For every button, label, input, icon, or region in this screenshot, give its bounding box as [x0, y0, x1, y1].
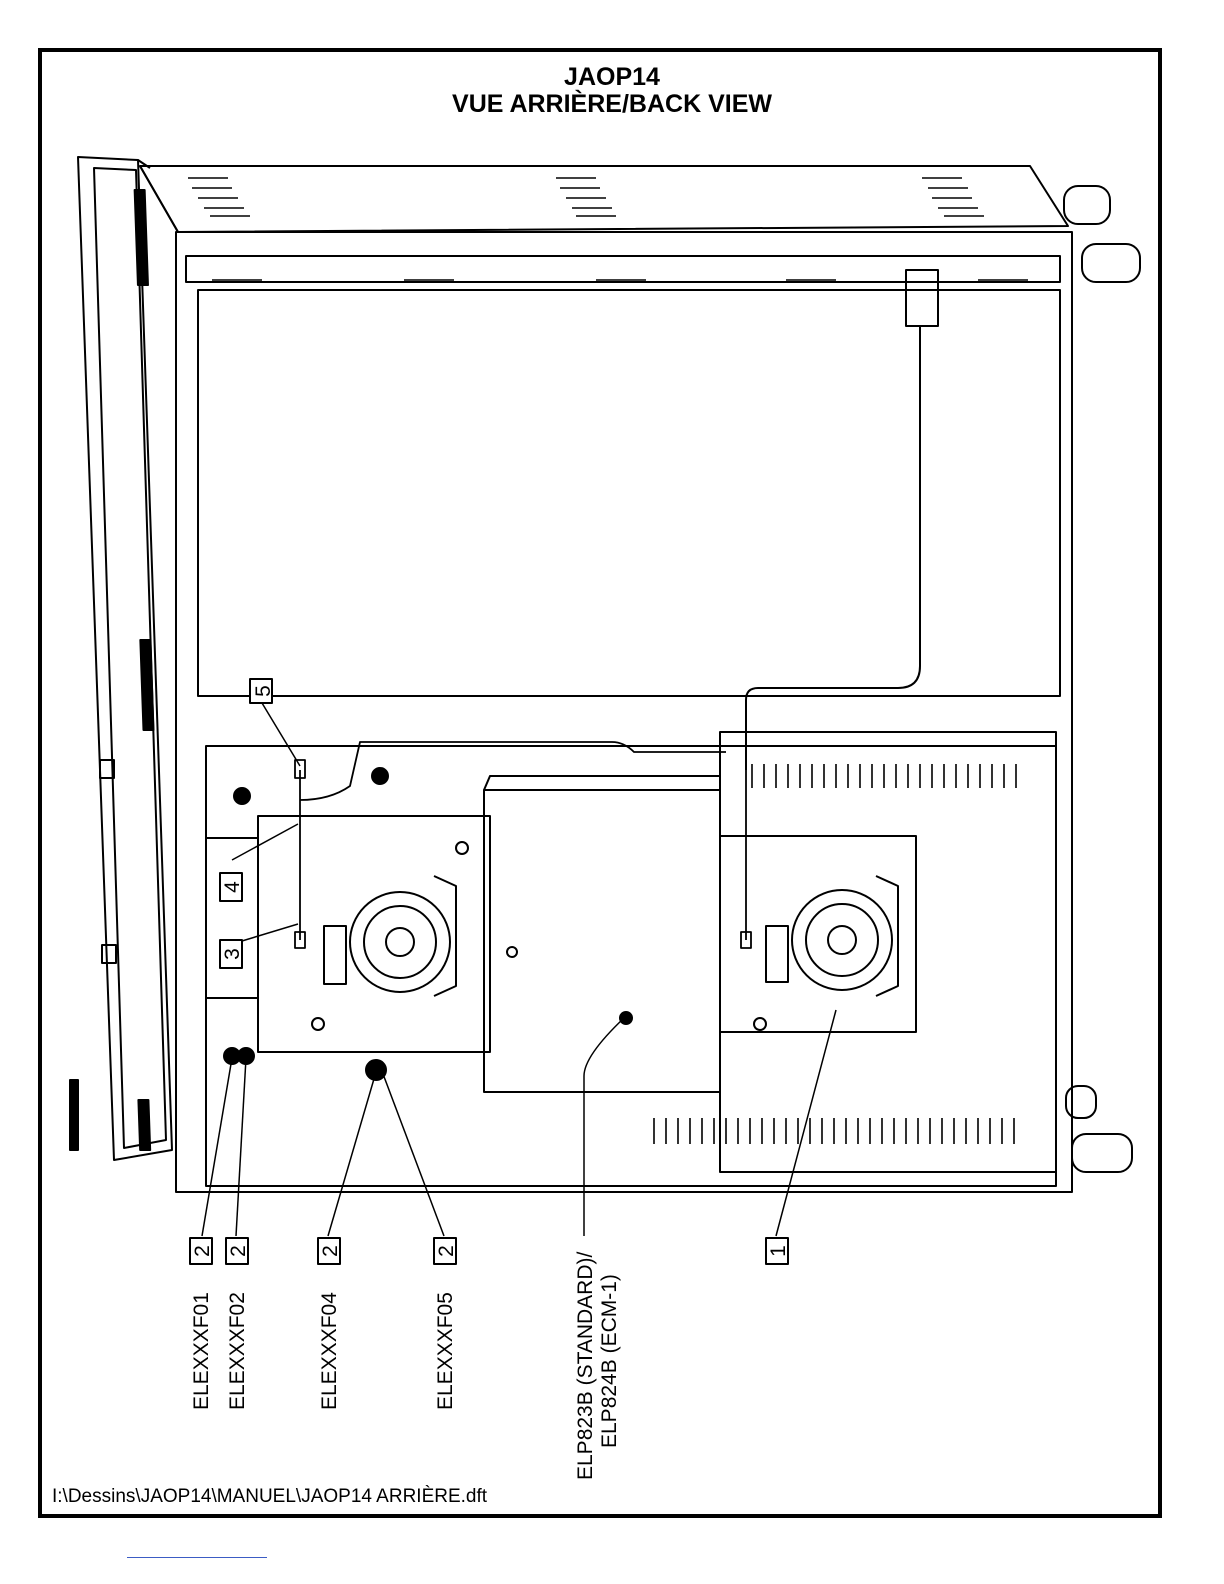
- footer-rule: [127, 1557, 267, 1558]
- left-side-rail: [70, 157, 172, 1160]
- left-motor-assembly: [206, 768, 490, 1080]
- balloon-2-f02: 2: [227, 1245, 250, 1257]
- label-elp-line1: ELP823B (STANDARD)/: [574, 1251, 597, 1480]
- balloon-3: 3: [221, 948, 244, 960]
- label-elexxxf01: ELEXXXF01: [190, 1292, 213, 1410]
- balloon-2-f05: 2: [435, 1245, 458, 1257]
- leader-lines: [202, 703, 836, 1236]
- balloon-5: 5: [252, 685, 275, 697]
- upper-back-panel: [176, 232, 1072, 1192]
- balloon-4: 4: [221, 881, 244, 893]
- balloon-1: 1: [767, 1245, 790, 1257]
- lower-compartment: [206, 732, 1056, 1186]
- control-box: [484, 776, 720, 1092]
- label-elexxxf04: ELEXXXF04: [318, 1292, 341, 1410]
- top-panel: [140, 166, 1068, 232]
- casters: [1064, 186, 1140, 1172]
- label-elp-line2: ELP824B (ECM-1): [598, 1274, 621, 1448]
- right-motor-assembly: [720, 836, 916, 1032]
- label-elexxxf05: ELEXXXF05: [434, 1292, 457, 1410]
- label-elexxxf02: ELEXXXF02: [226, 1292, 249, 1410]
- file-path-label: I:\Dessins\JAOP14\MANUEL\JAOP14 ARRIÈRE.…: [52, 1486, 487, 1508]
- balloon-2-f01: 2: [191, 1245, 214, 1257]
- wiring: [295, 742, 751, 948]
- balloon-2-f04: 2: [319, 1245, 342, 1257]
